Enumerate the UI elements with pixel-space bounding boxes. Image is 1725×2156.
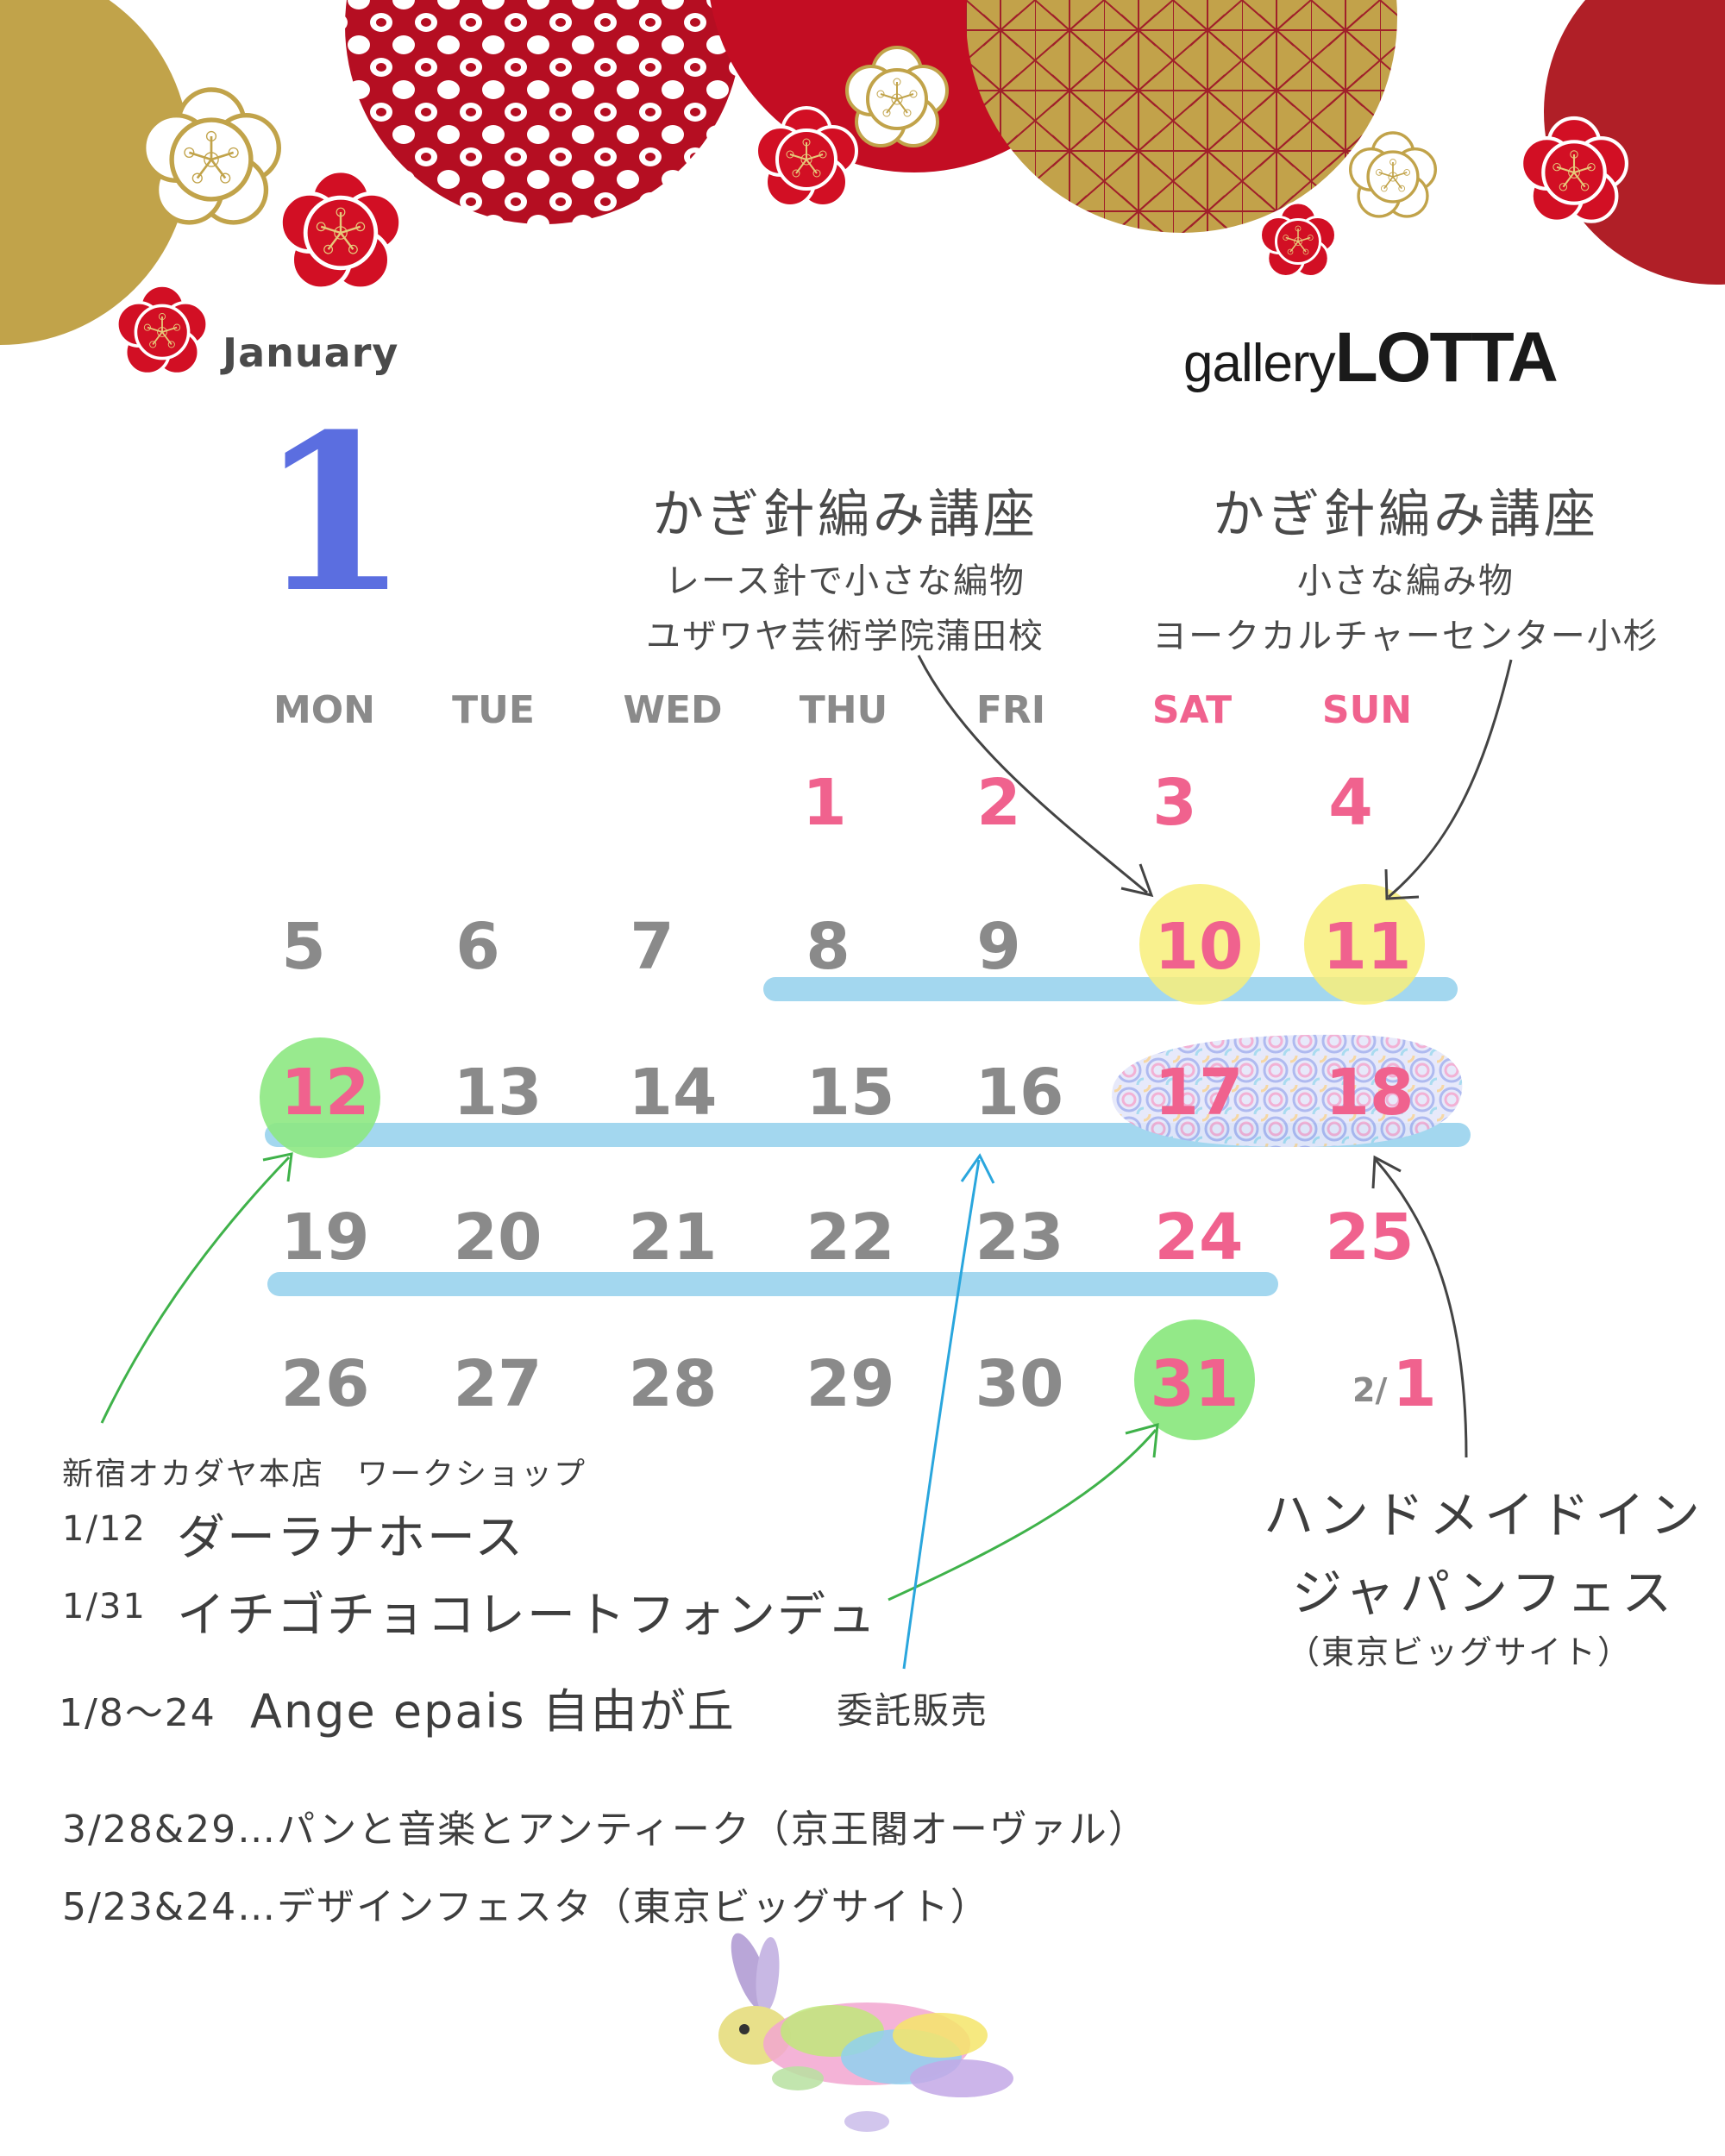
weekday-header-sun: SUN xyxy=(1321,688,1413,732)
highlight-circle xyxy=(260,1037,380,1158)
day-cell[interactable]: 14 xyxy=(628,1056,718,1130)
day-cell[interactable]: 4 xyxy=(1328,766,1373,840)
fest-title-line1: ハンドメイドイン xyxy=(1264,1486,1706,1545)
weekday-header-wed: WED xyxy=(623,688,723,732)
note-title: かぎ針編み講座 xyxy=(652,485,1038,545)
day-cell[interactable]: 12 xyxy=(280,1056,370,1130)
day-cell[interactable]: 18 xyxy=(1325,1056,1414,1130)
day-cell[interactable]: 15 xyxy=(806,1056,895,1130)
day-cell[interactable]: 27 xyxy=(453,1347,543,1421)
note-line: ユザワヤ芸術学院蒲田校 xyxy=(646,617,1044,656)
day-cell[interactable]: 26 xyxy=(280,1347,370,1421)
day-cell[interactable]: 5 xyxy=(281,910,326,984)
note-title: かぎ針編み講座 xyxy=(1213,485,1599,545)
upcoming-event: 3/28&29…パンと音楽とアンティーク（京王閣オーヴァル） xyxy=(62,1808,1148,1852)
note-line: ヨークカルチャーセンター小杉 xyxy=(1152,617,1659,656)
day-cell[interactable]: 21 xyxy=(628,1200,718,1275)
day-cell[interactable]: 13 xyxy=(453,1056,543,1130)
day-cell[interactable]: 6 xyxy=(455,910,500,984)
exhibit-blob xyxy=(1112,1034,1463,1147)
brand-gallery-text: gallery xyxy=(1183,334,1336,393)
month-name: January xyxy=(223,329,399,376)
brand-name-text: LOTTA xyxy=(1334,318,1559,397)
fest-title-line2: ジャパンフェス xyxy=(1292,1564,1678,1622)
brand-logo: galleryLOTTA xyxy=(1183,317,1559,398)
weekday-header-mon: MON xyxy=(273,688,375,732)
weekday-header-tue: TUE xyxy=(452,688,535,732)
day-cell[interactable]: 1 xyxy=(802,766,847,840)
day-cell[interactable]: 20 xyxy=(453,1200,543,1275)
week-bar xyxy=(267,1272,1278,1296)
month-number: 1 xyxy=(259,386,409,640)
workshop-1-date: 1/12 xyxy=(62,1509,147,1549)
gold-circle xyxy=(0,0,190,345)
day-cell[interactable]: 11 xyxy=(1322,910,1412,984)
workshop-2-name: イチゴチョコレートフォンデュ xyxy=(177,1588,877,1644)
highlight-circle xyxy=(1134,1319,1255,1440)
day-cell[interactable]: 10 xyxy=(1154,910,1244,984)
day-cell[interactable]: 23 xyxy=(975,1200,1064,1275)
day-cell[interactable]: 19 xyxy=(280,1200,370,1275)
weekday-header-sat: SAT xyxy=(1151,688,1233,732)
consignment-dates: 1/8～24 xyxy=(59,1691,216,1735)
day-cell[interactable]: 30 xyxy=(975,1347,1064,1421)
upcoming-event: 5/23&24…デザインフェスタ（東京ビッグサイト） xyxy=(62,1885,990,1929)
workshop-header: 新宿オカダヤ本店 ワークショップ xyxy=(62,1457,587,1492)
day-cell[interactable]: 16 xyxy=(975,1056,1064,1130)
day-cell[interactable]: 8 xyxy=(806,910,850,984)
next-month-prefix: 2/ xyxy=(1352,1371,1388,1409)
day-cell[interactable]: 2 xyxy=(976,766,1021,840)
new-year-header-art xyxy=(0,0,1725,376)
day-cell[interactable]: 29 xyxy=(806,1347,895,1421)
saturday-event-note: かぎ針編み講座 レース針で小さな編物 ユザワヤ芸術学院蒲田校 xyxy=(604,473,1087,658)
day-cell[interactable]: 31 xyxy=(1150,1347,1239,1421)
day-cell[interactable]: 28 xyxy=(628,1347,718,1421)
day-cell[interactable]: 9 xyxy=(976,910,1021,984)
day-cell[interactable]: 3 xyxy=(1152,766,1197,840)
day-cell[interactable]: 25 xyxy=(1325,1200,1414,1275)
sunday-event-note: かぎ針編み講座 小さな編み物 ヨークカルチャーセンター小杉 xyxy=(1138,473,1673,658)
day-cell[interactable]: 22 xyxy=(806,1200,895,1275)
day-cell[interactable]: 7 xyxy=(630,910,674,984)
workshop-1-name: ダーラナホース xyxy=(177,1510,525,1566)
week-bar xyxy=(763,977,1458,1001)
consignment-type: 委託販売 xyxy=(837,1689,989,1732)
weekday-header-thu: THU xyxy=(799,688,888,732)
highlight-circle xyxy=(1139,884,1260,1005)
consignment-shop: Ange epais 自由が丘 xyxy=(250,1684,736,1739)
red-dot-circle xyxy=(345,0,742,224)
day-cell[interactable]: 1 xyxy=(1392,1347,1437,1421)
note-line: レース針で小さな編物 xyxy=(665,561,1026,601)
note-line: 小さな編み物 xyxy=(1297,561,1515,601)
highlight-circle xyxy=(1304,884,1425,1005)
fest-venue: （東京ビッグサイト） xyxy=(1287,1633,1633,1671)
day-cell[interactable]: 24 xyxy=(1154,1200,1244,1275)
workshop-2-date: 1/31 xyxy=(62,1587,147,1626)
asanoha-pattern-icon xyxy=(966,0,1397,233)
weekday-header-fri: FRI xyxy=(975,688,1046,732)
day-cell[interactable]: 17 xyxy=(1154,1056,1244,1130)
rabbit-illustration xyxy=(718,1933,1013,2132)
